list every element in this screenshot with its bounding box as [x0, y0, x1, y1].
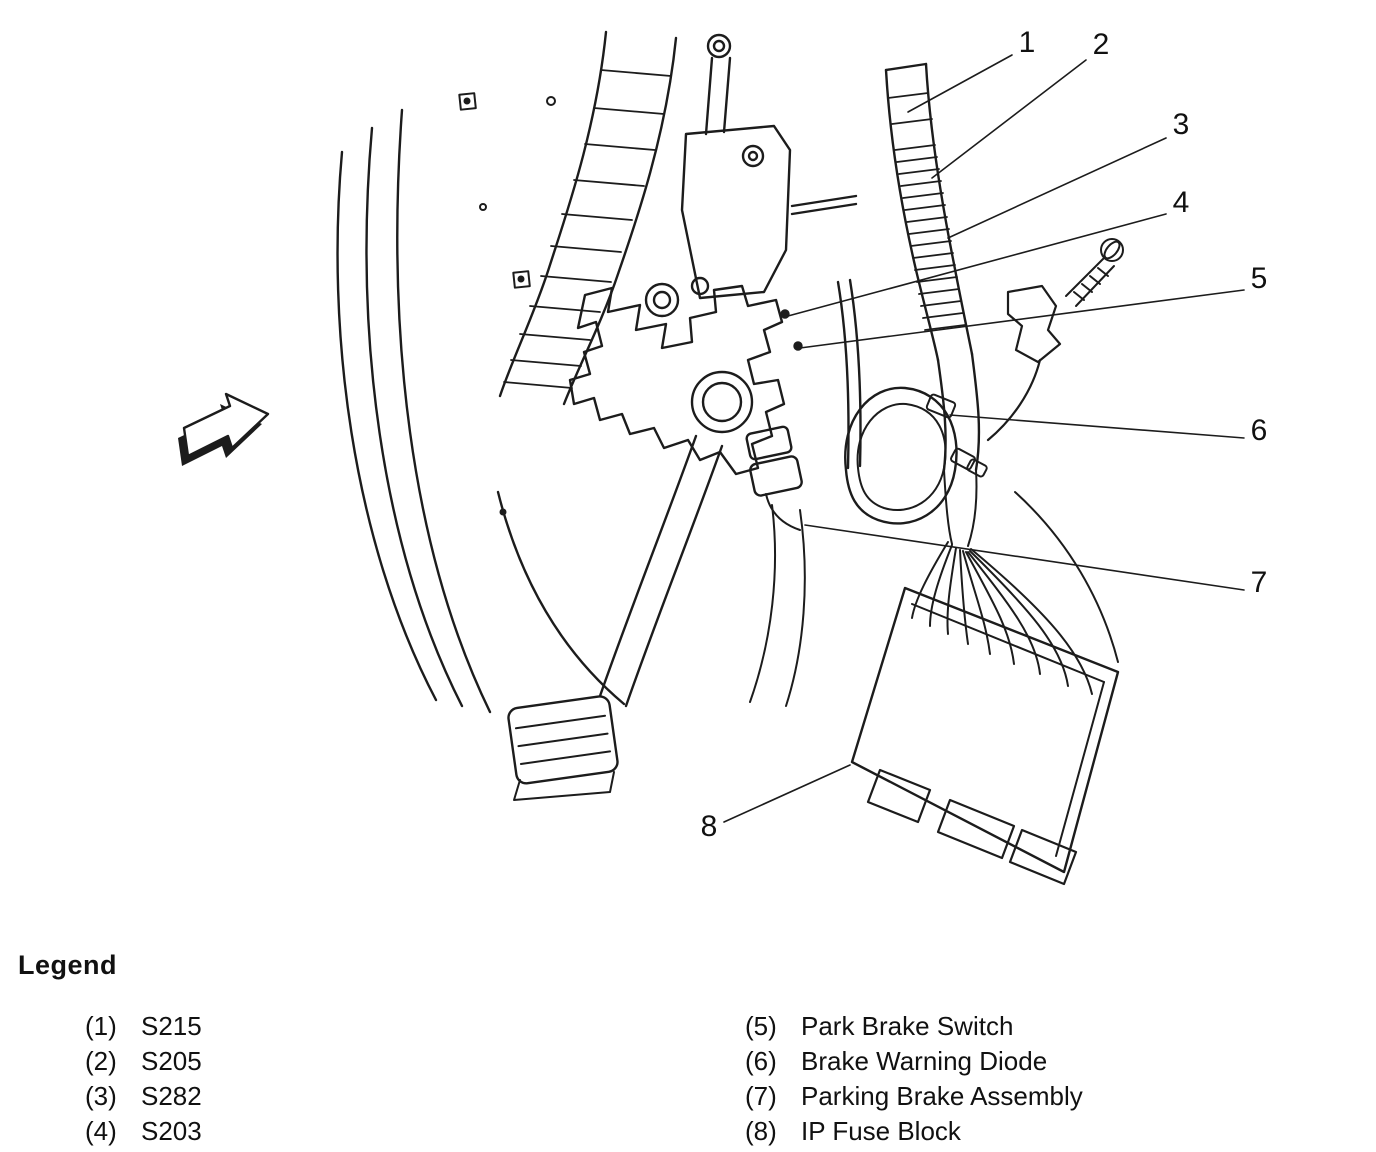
legend-label: IP Fuse Block: [801, 1116, 961, 1146]
callout-number-4: 4: [1173, 186, 1190, 219]
callout-number-2: 2: [1093, 28, 1110, 61]
legend-column-left: (1) S215 (2) S205 (3) S282 (4) S203: [85, 1009, 745, 1149]
legend-ref: (1): [85, 1011, 117, 1041]
legend-item-8: (8) IP Fuse Block: [745, 1114, 1376, 1149]
wiring-conduit: [884, 62, 981, 472]
pedal-bracket-assembly: [568, 33, 862, 476]
harness-wires: [911, 541, 1093, 695]
callout-number-7: 7: [1251, 566, 1268, 599]
parking-brake-cable: [844, 386, 988, 525]
legend-label: S205: [141, 1046, 202, 1076]
direction-arrow-icon: [178, 392, 270, 466]
brake-pedal: [507, 434, 806, 801]
callout-number-3: 3: [1173, 108, 1190, 141]
legend-ref: (2): [85, 1046, 117, 1076]
legend-title: Legend: [18, 950, 118, 980]
legend-ref: (7): [745, 1081, 777, 1111]
ip-fuse-block: [850, 469, 1120, 886]
legend-ref: (3): [85, 1081, 117, 1111]
panel-fasteners: [458, 92, 556, 516]
legend-label: S215: [141, 1011, 202, 1041]
callout-numbers: 1 2 3 4 5 6 7 8: [701, 26, 1268, 843]
callout-number-1: 1: [1019, 26, 1036, 59]
cable-clip: [986, 284, 1062, 442]
legend-item-3: (3) S282: [85, 1079, 745, 1114]
legend-item-5: (5) Park Brake Switch: [745, 1009, 1376, 1044]
callout-number-5: 5: [1251, 262, 1268, 295]
legend-label: Parking Brake Assembly: [801, 1081, 1083, 1111]
body-panel-lines: [336, 108, 1119, 714]
legend-label: S203: [141, 1116, 202, 1146]
legend: Legend (1) S215 (2) S205 (3) S282 (4) S2…: [0, 940, 1376, 1149]
legend-ref: (5): [745, 1011, 777, 1041]
callout-number-8: 8: [701, 810, 718, 843]
legend-ref: (4): [85, 1116, 117, 1146]
legend-ref: (8): [745, 1116, 777, 1146]
legend-column-right: (5) Park Brake Switch (6) Brake Warning …: [745, 1009, 1376, 1149]
legend-label: Park Brake Switch: [801, 1011, 1014, 1041]
legend-item-7: (7) Parking Brake Assembly: [745, 1079, 1376, 1114]
legend-item-4: (4) S203: [85, 1114, 745, 1149]
park-brake-switch: [745, 425, 803, 531]
leader-lines: [723, 54, 1245, 823]
callout-number-6: 6: [1251, 414, 1268, 447]
column-boot-conduit: [498, 30, 678, 406]
technical-diagram: 1 2 3 4 5 6 7 8: [178, 26, 1268, 886]
legend-ref: (6): [745, 1046, 777, 1076]
legend-item-2: (2) S205: [85, 1044, 745, 1079]
retainer-screw: [1065, 238, 1124, 307]
legend-item-1: (1) S215: [85, 1009, 745, 1044]
legend-label: S282: [141, 1081, 202, 1111]
legend-item-6: (6) Brake Warning Diode: [745, 1044, 1376, 1079]
legend-label: Brake Warning Diode: [801, 1046, 1048, 1076]
